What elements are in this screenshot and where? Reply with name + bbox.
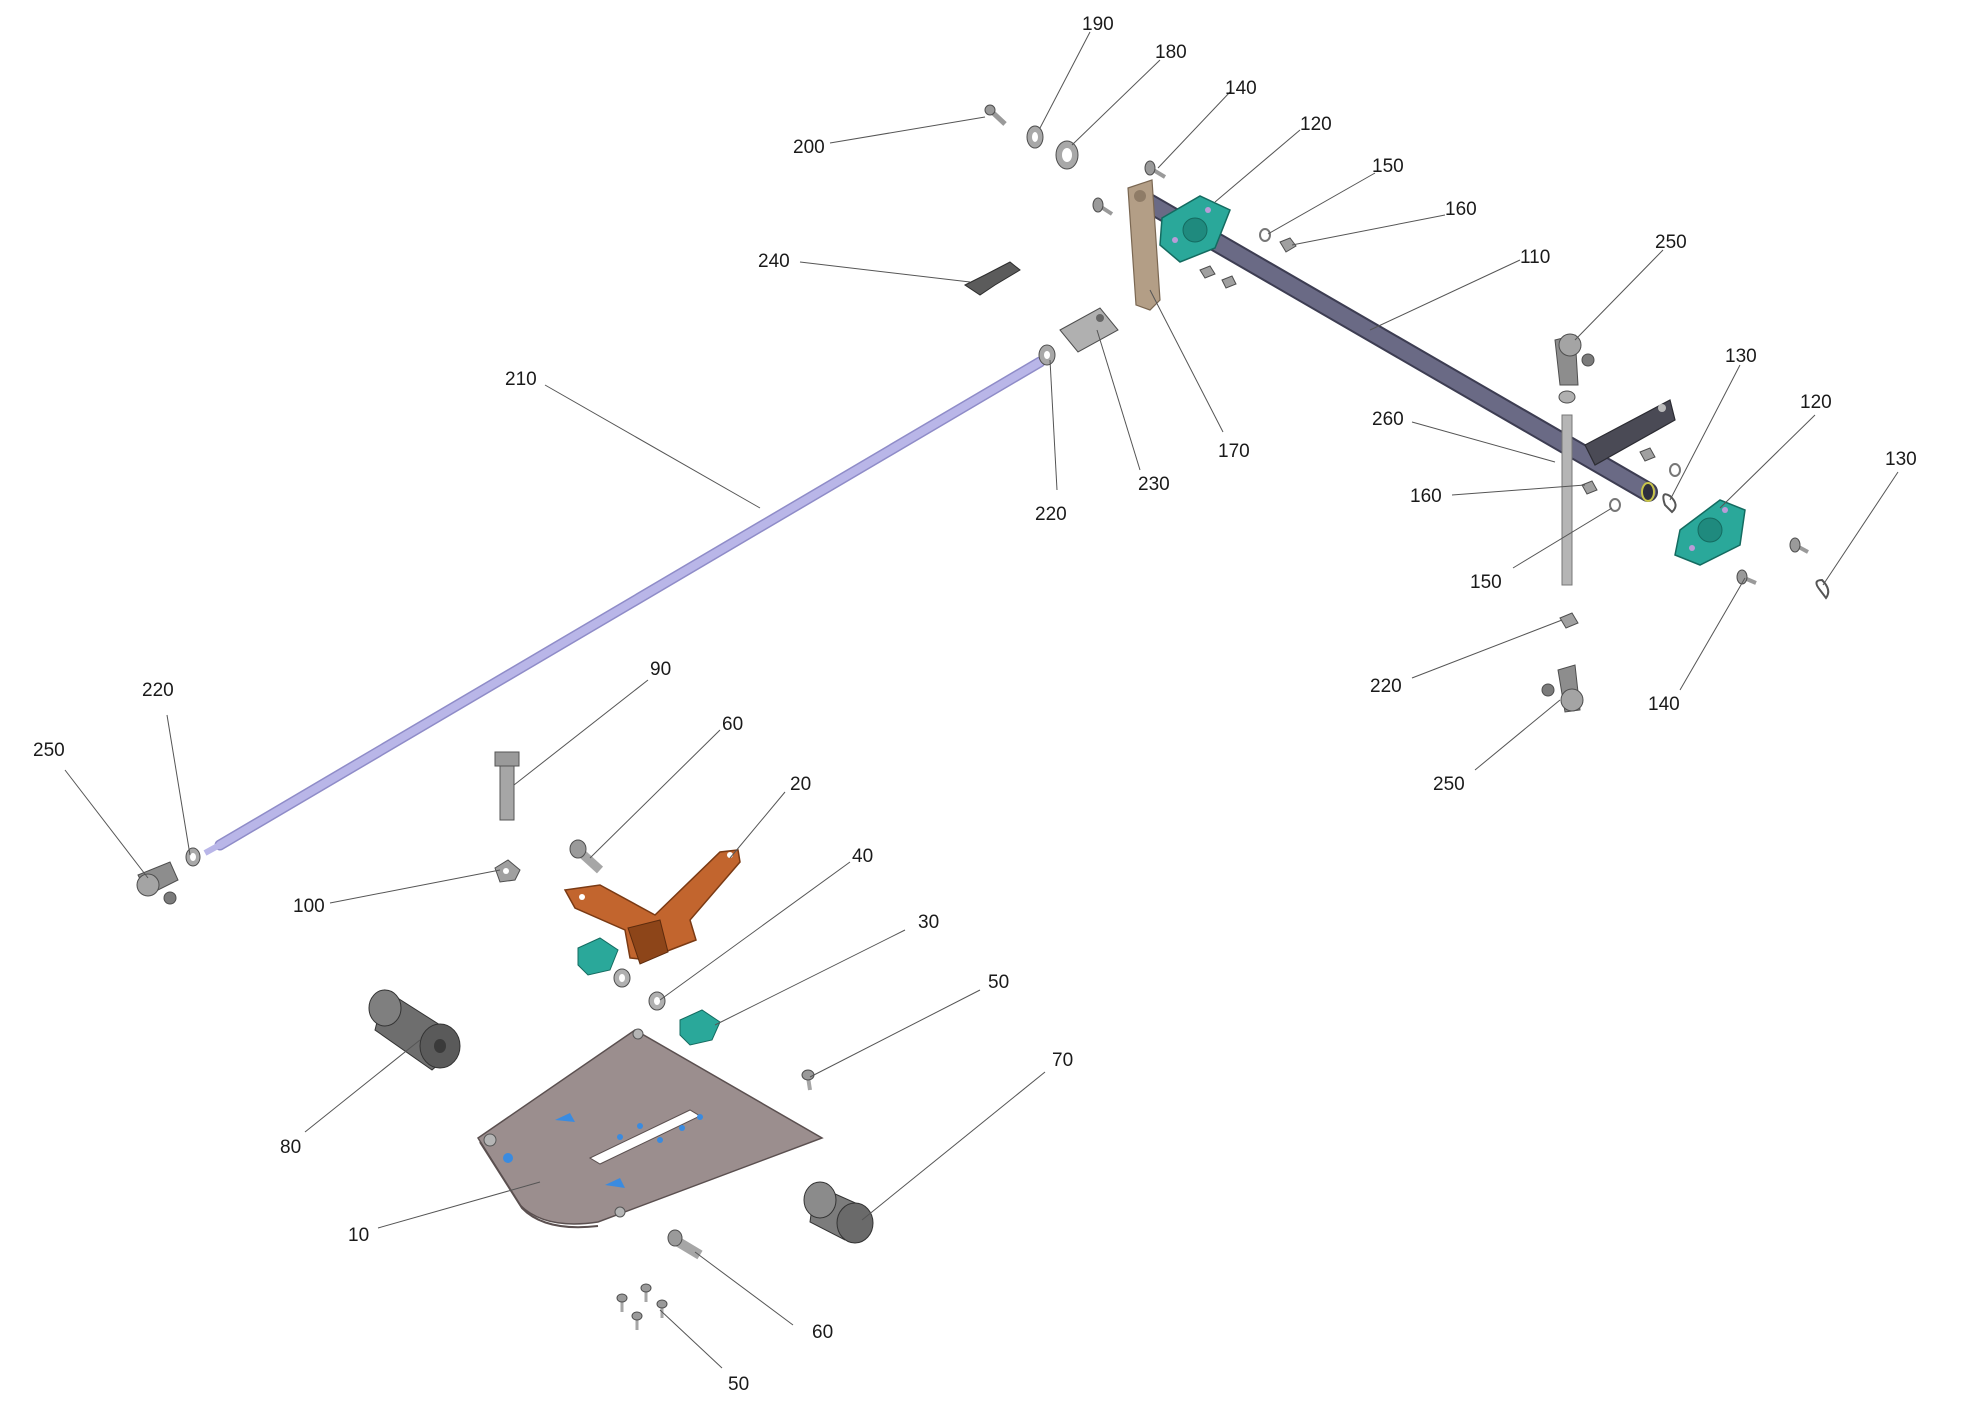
part-washer-40b [648, 991, 666, 1011]
part-washer-40a [613, 968, 631, 988]
part-screw-right-a [1789, 537, 1809, 554]
callout-190: 190 [1082, 14, 1114, 35]
callout-20: 20 [790, 774, 811, 795]
part-washer-180 [1055, 140, 1079, 170]
part-flange-bearing-120b [1674, 499, 1746, 566]
leader-lines [64, 31, 1899, 1369]
part-clip-130a [1662, 493, 1677, 514]
callout-230: 230 [1138, 474, 1170, 495]
callout-130: 130 [1725, 346, 1757, 367]
callout-220: 220 [1035, 504, 1067, 525]
callout-120: 120 [1300, 114, 1332, 135]
part-nut-160b [1581, 480, 1598, 495]
callout-210: 210 [505, 369, 537, 390]
part-rod-end-250b [1541, 664, 1584, 713]
callout-80: 80 [280, 1137, 301, 1158]
callout-150-lower: 150 [1470, 572, 1502, 593]
callout-250: 250 [1655, 232, 1687, 253]
callout-50-lower: 50 [728, 1374, 749, 1395]
callout-240: 240 [758, 251, 790, 272]
callout-250-lower: 250 [1433, 774, 1465, 795]
callout-160: 160 [1445, 199, 1477, 220]
callout-50: 50 [988, 972, 1009, 993]
part-nut-100 [494, 859, 521, 883]
part-plate-10 [476, 1028, 824, 1229]
callout-260: 260 [1372, 409, 1404, 430]
part-lever-170 [1127, 179, 1161, 311]
callout-220-right: 220 [1370, 676, 1402, 697]
part-washer-220a [1038, 344, 1056, 366]
part-clip-240 [964, 261, 1021, 296]
part-ring-150a [1259, 228, 1271, 242]
callout-40: 40 [852, 846, 873, 867]
part-rod-210 [203, 353, 1052, 856]
part-screw-140b [1736, 569, 1757, 585]
callout-60: 60 [722, 714, 743, 735]
part-screw-50a [801, 1069, 815, 1091]
part-nut-160a [1279, 237, 1297, 253]
callout-labels: 190 180 140 120 150 160 200 240 110 250 … [33, 14, 1917, 1395]
callout-10: 10 [348, 1225, 369, 1246]
callout-250-left: 250 [33, 740, 65, 761]
part-flange-bearing-120a [1159, 195, 1231, 263]
part-screw-140a [1144, 160, 1167, 179]
callout-60-lower: 60 [812, 1322, 833, 1343]
callout-120-lower: 120 [1800, 392, 1832, 413]
part-nut-right-260 [1639, 447, 1656, 462]
part-block-30b [679, 1009, 721, 1046]
part-nuts-below-bearing [1199, 265, 1237, 289]
part-rod-end-250a [1554, 333, 1595, 386]
part-washer-upper-vertical [1558, 390, 1576, 404]
callout-180: 180 [1155, 42, 1187, 63]
part-bracket-20 [563, 849, 741, 965]
part-roller-70 [803, 1181, 874, 1244]
part-rod-end-250c [136, 861, 179, 905]
callout-100: 100 [293, 896, 325, 917]
part-washer-190 [1026, 125, 1044, 149]
part-roller-80 [368, 989, 461, 1071]
part-bolt-200 [984, 104, 1007, 126]
part-screw-60a [569, 839, 604, 874]
part-ring-right [1669, 463, 1681, 477]
part-washer-220c [185, 847, 201, 867]
part-screw-140-left [1092, 197, 1114, 216]
callout-140: 140 [1225, 78, 1257, 99]
part-nut-220b [1559, 612, 1579, 629]
part-screws-50b [616, 1283, 668, 1330]
part-block-30a [577, 937, 619, 976]
callout-110: 110 [1520, 247, 1550, 268]
part-arm-260 [1584, 399, 1676, 466]
part-clip-130b [1815, 578, 1830, 600]
callout-140-lower: 140 [1648, 694, 1680, 715]
callout-90: 90 [650, 659, 671, 680]
callout-170: 170 [1218, 441, 1250, 462]
callout-150: 150 [1372, 156, 1404, 177]
callout-220-left: 220 [142, 680, 174, 701]
part-clevis-230 [1059, 307, 1119, 353]
callout-30: 30 [918, 912, 939, 933]
callout-160-lower: 160 [1410, 486, 1442, 507]
callout-130-right: 130 [1885, 449, 1917, 470]
part-vertical-rod [1561, 414, 1573, 586]
callout-70: 70 [1052, 1050, 1073, 1071]
part-bolt-90 [494, 751, 520, 821]
part-screw-60b [667, 1229, 703, 1260]
callout-200: 200 [793, 137, 825, 158]
part-ring-150b [1609, 498, 1621, 512]
